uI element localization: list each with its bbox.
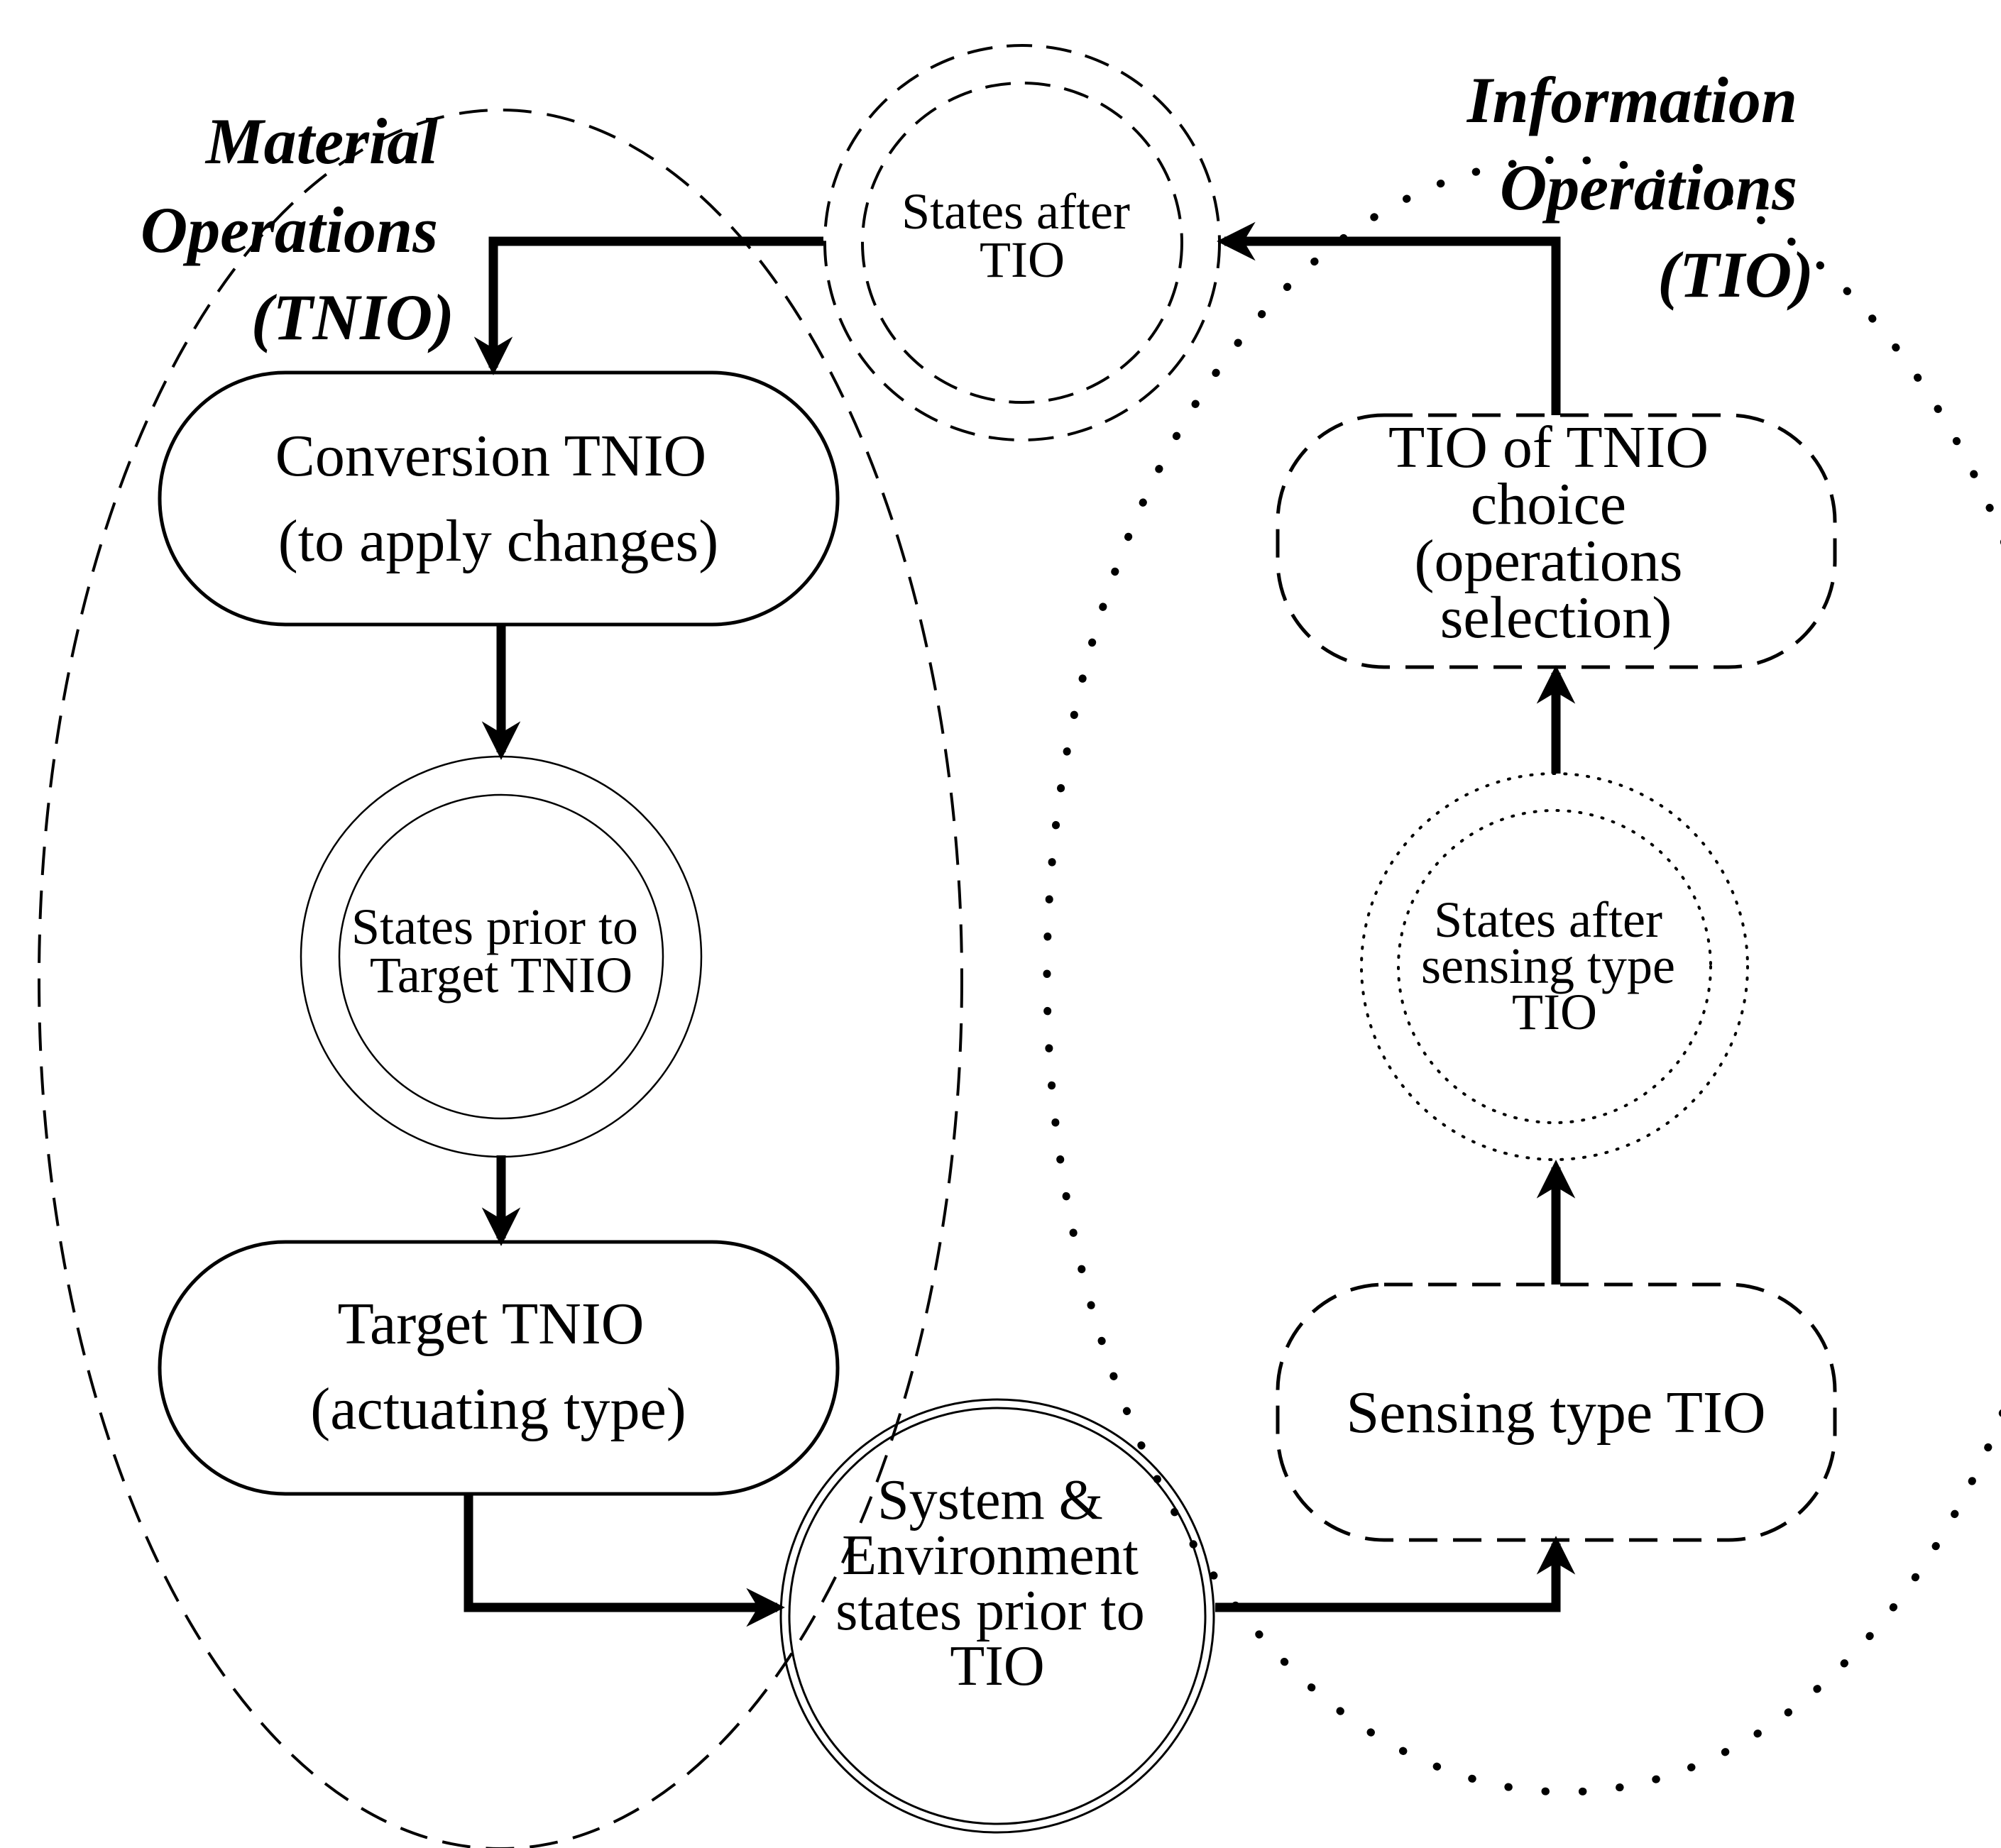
svg-text:Conversion TNIO (to appl: Conversion TNIO (to apply changes) [275,423,721,574]
sensing-type-tio-box: Sensing type TIO [1276,1282,1837,1542]
svg-text:States after sensing typ: States after sensing type TIO [1421,891,1688,1040]
material-operations-label: Material Operations (TNIO) [141,105,454,353]
information-operations-region [1043,155,2001,1796]
svg-text:Sensing type TIO: Sensing type TIO [1346,1380,1765,1446]
arrow-system-env-to-sensing [1215,1536,1576,1612]
conversion-tnio-box: Conversion TNIO (to apply changes) [158,370,840,627]
svg-text:Target TNIO (actuating t: Target TNIO (actuating type) [310,1291,686,1442]
arrow-choice-to-states-after-tio [1217,221,1561,415]
arrow-states-after-tio-to-conversion [473,236,823,375]
material-operations-region [38,109,963,1848]
svg-text:System & Environment: System & Environment states prior to TIO [835,1469,1158,1698]
arrow-target-to-system-env [464,1494,785,1627]
svg-text:TIO of TNIO choice: TIO of TNIO choice (operations selection… [1388,414,1723,651]
target-tnio-box: Target TNIO (actuating type) [158,1240,840,1496]
svg-text:States prior to Target T: States prior to Target TNIO [351,898,651,1003]
information-operations-label: Information Operations (TIO) [1467,64,1814,311]
system-environment-states-node: System & Environment states prior to TIO [779,1398,1215,1834]
svg-text:States after TIO: States after TIO [901,183,1143,288]
tio-choice-box: TIO of TNIO choice (operations selection… [1276,413,1837,669]
states-prior-target-node: States prior to Target TNIO [300,755,703,1158]
states-after-sensing-node: States after sensing type TIO [1360,772,1749,1161]
states-after-tio-node: States after TIO [823,44,1221,441]
